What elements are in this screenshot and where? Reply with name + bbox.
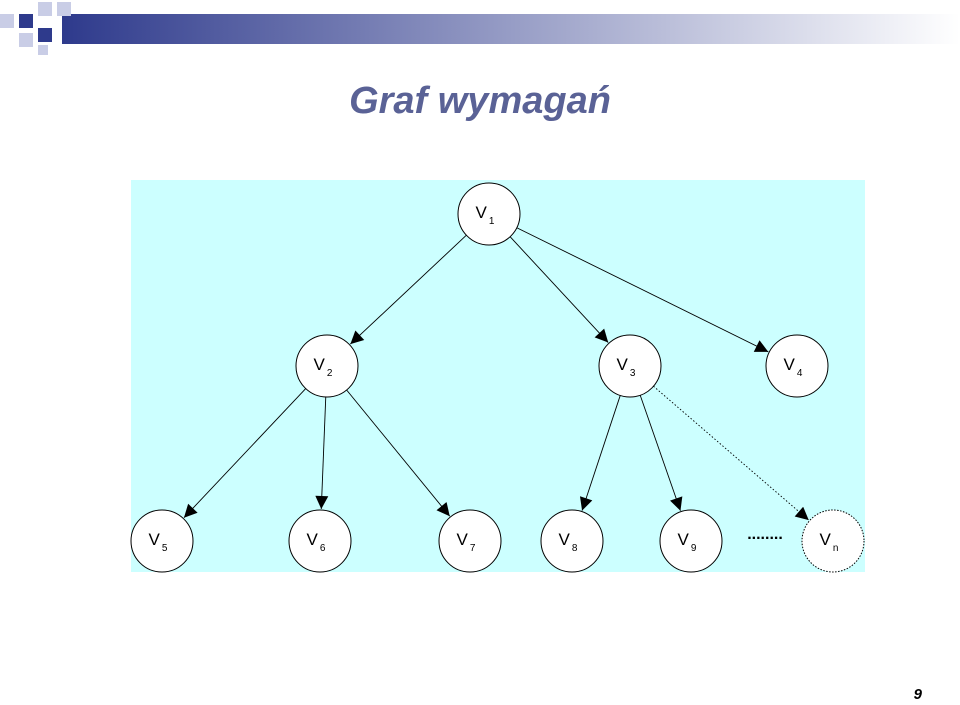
edge-v1-v4 [516, 227, 769, 353]
node-circle [438, 509, 502, 573]
node-circle [288, 509, 352, 573]
header-square [19, 14, 33, 28]
edge-v3-vn [653, 385, 810, 521]
edge-v3-v8 [579, 395, 621, 511]
header-square [57, 2, 71, 16]
edge-v2-v6 [315, 396, 329, 510]
node-circle [540, 509, 604, 573]
header-square [38, 2, 52, 16]
header-square [0, 14, 14, 28]
node-circle [765, 334, 829, 398]
header-square [38, 45, 48, 55]
ellipsis: ........ [747, 526, 783, 543]
header-square [19, 33, 33, 47]
node-circle [659, 509, 723, 573]
node-circle [801, 509, 865, 573]
page-number: 9 [913, 686, 922, 703]
node-circle [295, 334, 359, 398]
edge-v1-v3 [509, 236, 609, 343]
node-circle [598, 334, 662, 398]
node-circle [457, 182, 521, 246]
page-title: Graf wymagań [349, 80, 611, 122]
diagram-background [131, 180, 865, 572]
header-square [38, 28, 52, 42]
node-circle [130, 509, 194, 573]
header-gradient-bar [62, 14, 960, 44]
header-decoration [0, 2, 960, 55]
edge-v2-v5 [183, 388, 307, 519]
edge-v1-v2 [350, 234, 467, 345]
edge-v3-v9 [639, 395, 683, 511]
edge-v2-v7 [346, 389, 451, 517]
